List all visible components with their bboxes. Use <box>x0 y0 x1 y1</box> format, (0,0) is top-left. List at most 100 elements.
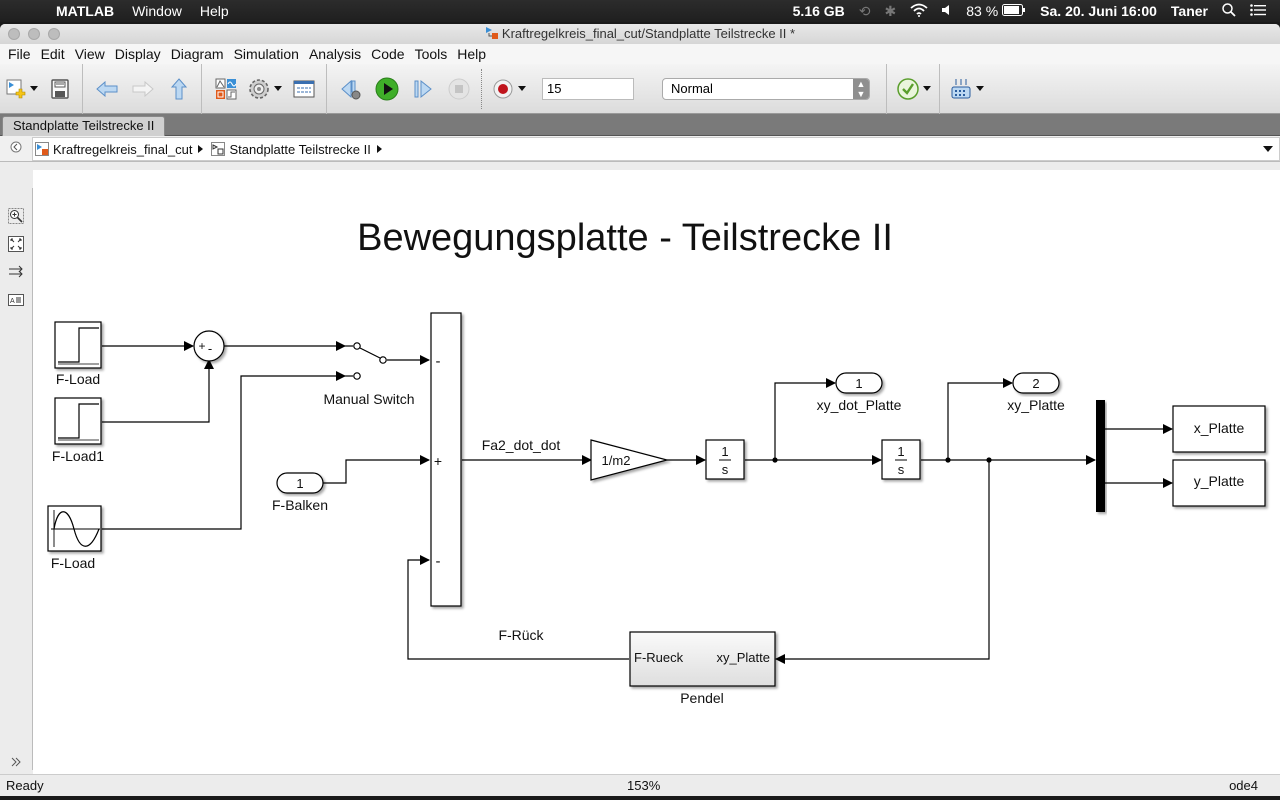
memory-indicator[interactable]: 5.16 GB <box>792 3 845 19</box>
zoom-window-button[interactable] <box>48 28 60 40</box>
menu-simulation[interactable]: Simulation <box>233 46 299 62</box>
menu-file[interactable]: File <box>8 46 31 62</box>
route-lines-icon[interactable] <box>8 264 24 280</box>
step-forward-button[interactable] <box>409 74 437 104</box>
forward-button[interactable] <box>129 74 157 104</box>
step-back-button[interactable] <box>337 74 365 104</box>
time-machine-icon[interactable]: ⟲ <box>858 2 871 19</box>
breadcrumb-arrow-icon[interactable] <box>376 145 382 153</box>
outport-xy-dot-platte[interactable]: 1 xy_dot_Platte <box>817 372 902 413</box>
sum-sign-minus: - <box>208 341 212 356</box>
breadcrumb-arrow-icon[interactable] <box>198 145 204 153</box>
library-browser-button[interactable] <box>212 74 240 104</box>
outport-xy-platte[interactable]: 2 xy_Platte <box>1007 372 1065 413</box>
fit-to-view-icon[interactable] <box>8 236 24 252</box>
diagram-canvas[interactable]: Bewegungsplatte - Teilstrecke II <box>33 170 1280 774</box>
signal-step2-to-sum1[interactable] <box>102 359 214 423</box>
model-explorer-icon <box>293 80 315 97</box>
model-explorer-button[interactable] <box>290 74 318 104</box>
model-config-button[interactable] <box>248 74 282 104</box>
breadcrumb-history-dropdown-icon[interactable] <box>1263 146 1273 152</box>
datetime[interactable]: Sa. 20. Juni 16:00 <box>1040 3 1157 19</box>
minimize-window-button[interactable] <box>28 28 40 40</box>
block-y-platte[interactable]: y_Platte <box>1172 459 1266 507</box>
collapse-icon <box>10 141 22 153</box>
wifi-icon[interactable] <box>910 3 928 20</box>
window-title: Kraftregelkreis_final_cut/Standplatte Te… <box>501 26 796 41</box>
record-button[interactable] <box>492 74 526 104</box>
close-window-button[interactable] <box>8 28 20 40</box>
new-model-icon <box>6 79 26 98</box>
menu-tools[interactable]: Tools <box>414 46 448 62</box>
toolbar-separator <box>201 63 202 114</box>
block-label: Pendel <box>680 690 724 706</box>
back-arrow-icon <box>96 80 118 97</box>
signal-branch-xy-dot[interactable] <box>774 378 836 460</box>
manual-switch-block[interactable]: Manual Switch <box>323 342 415 407</box>
hide-browser-button[interactable] <box>0 141 32 156</box>
menu-help[interactable]: Help <box>457 46 487 62</box>
os-menu-window[interactable]: Window <box>132 3 182 19</box>
signal-inport-to-sum2[interactable] <box>323 455 430 484</box>
sum-sign-plus: + <box>434 453 442 469</box>
stop-time-input[interactable] <box>542 77 634 100</box>
menu-edit[interactable]: Edit <box>40 46 65 62</box>
menu-view[interactable]: View <box>74 46 105 62</box>
battery-percent[interactable]: 83 % <box>966 3 999 19</box>
block-x-platte[interactable]: x_Platte <box>1172 405 1266 453</box>
notification-center-icon[interactable] <box>1250 3 1266 19</box>
breadcrumb-item-model[interactable]: Kraftregelkreis_final_cut <box>53 141 193 157</box>
menu-analysis[interactable]: Analysis <box>308 46 362 62</box>
menu-diagram[interactable]: Diagram <box>170 46 224 62</box>
diagram-title: Bewegungsplatte - Teilstrecke II <box>357 217 893 259</box>
signal-sine-to-switch[interactable] <box>102 371 346 530</box>
model-config-dropdown-icon[interactable] <box>274 86 282 91</box>
os-menu-app[interactable]: MATLAB <box>56 3 115 19</box>
step-block-f-load1[interactable]: F-Load1 <box>52 397 104 464</box>
new-model-dropdown-icon[interactable] <box>30 86 38 91</box>
sine-wave-block[interactable]: F-Load <box>47 505 102 571</box>
save-button[interactable] <box>46 74 74 104</box>
sum-block-2[interactable]: - + - <box>430 312 462 607</box>
sum-block-1[interactable]: + - <box>193 330 225 362</box>
record-dropdown-icon[interactable] <box>518 86 526 91</box>
menu-display[interactable]: Display <box>114 46 161 62</box>
toolbar: Normal ▲▼ <box>0 63 1280 114</box>
model-advisor-dropdown-icon[interactable] <box>923 86 931 91</box>
gain-block[interactable]: 1/m2 <box>590 439 670 481</box>
volume-icon[interactable] <box>942 3 952 19</box>
run-button[interactable] <box>373 74 401 104</box>
menu-code[interactable]: Code <box>371 46 405 62</box>
annotation-icon[interactable]: A <box>8 292 24 308</box>
user-name[interactable]: Taner <box>1170 3 1208 19</box>
pendel-subsystem[interactable]: F-Rueck xy_Platte Pendel <box>629 631 776 706</box>
os-menu-help[interactable]: Help <box>199 3 229 19</box>
build-dropdown-icon[interactable] <box>976 86 984 91</box>
battery-icon[interactable] <box>1002 3 1026 19</box>
build-button[interactable] <box>950 74 984 104</box>
new-model-button[interactable] <box>6 74 38 104</box>
zoom-in-icon[interactable] <box>8 208 24 224</box>
back-button[interactable] <box>93 74 121 104</box>
inport-f-balken[interactable]: 1 F-Balken <box>272 472 328 513</box>
step-block-f-load[interactable]: F-Load <box>54 321 102 387</box>
signal-branch-xy[interactable] <box>947 378 1013 460</box>
signal-branch-to-pendel[interactable] <box>775 460 990 664</box>
port-number: 1 <box>855 376 862 391</box>
stop-button[interactable] <box>445 74 473 104</box>
spotlight-search-icon[interactable] <box>1222 2 1236 20</box>
solver-name[interactable]: ode4 <box>1229 778 1258 793</box>
expand-palette-icon[interactable] <box>8 754 24 770</box>
integrator-block-2[interactable]: 1 s <box>881 439 921 480</box>
integrator-block-1[interactable]: 1 s <box>705 439 745 480</box>
bluetooth-icon[interactable]: ✱ <box>884 2 897 19</box>
demux-block[interactable] <box>1096 400 1105 512</box>
model-advisor-button[interactable] <box>897 74 931 104</box>
breadcrumb-item-subsystem[interactable]: Standplatte Teilstrecke II <box>229 141 371 157</box>
zoom-level[interactable]: 153% <box>627 778 661 793</box>
simulation-mode-select[interactable]: Normal ▲▼ <box>662 77 870 100</box>
signal-pendel-to-sum2[interactable] <box>407 555 629 660</box>
up-to-parent-button[interactable] <box>165 74 193 104</box>
port-label-out: F-Rueck <box>634 650 684 665</box>
tab-standplatte[interactable]: Standplatte Teilstrecke II <box>2 116 166 136</box>
